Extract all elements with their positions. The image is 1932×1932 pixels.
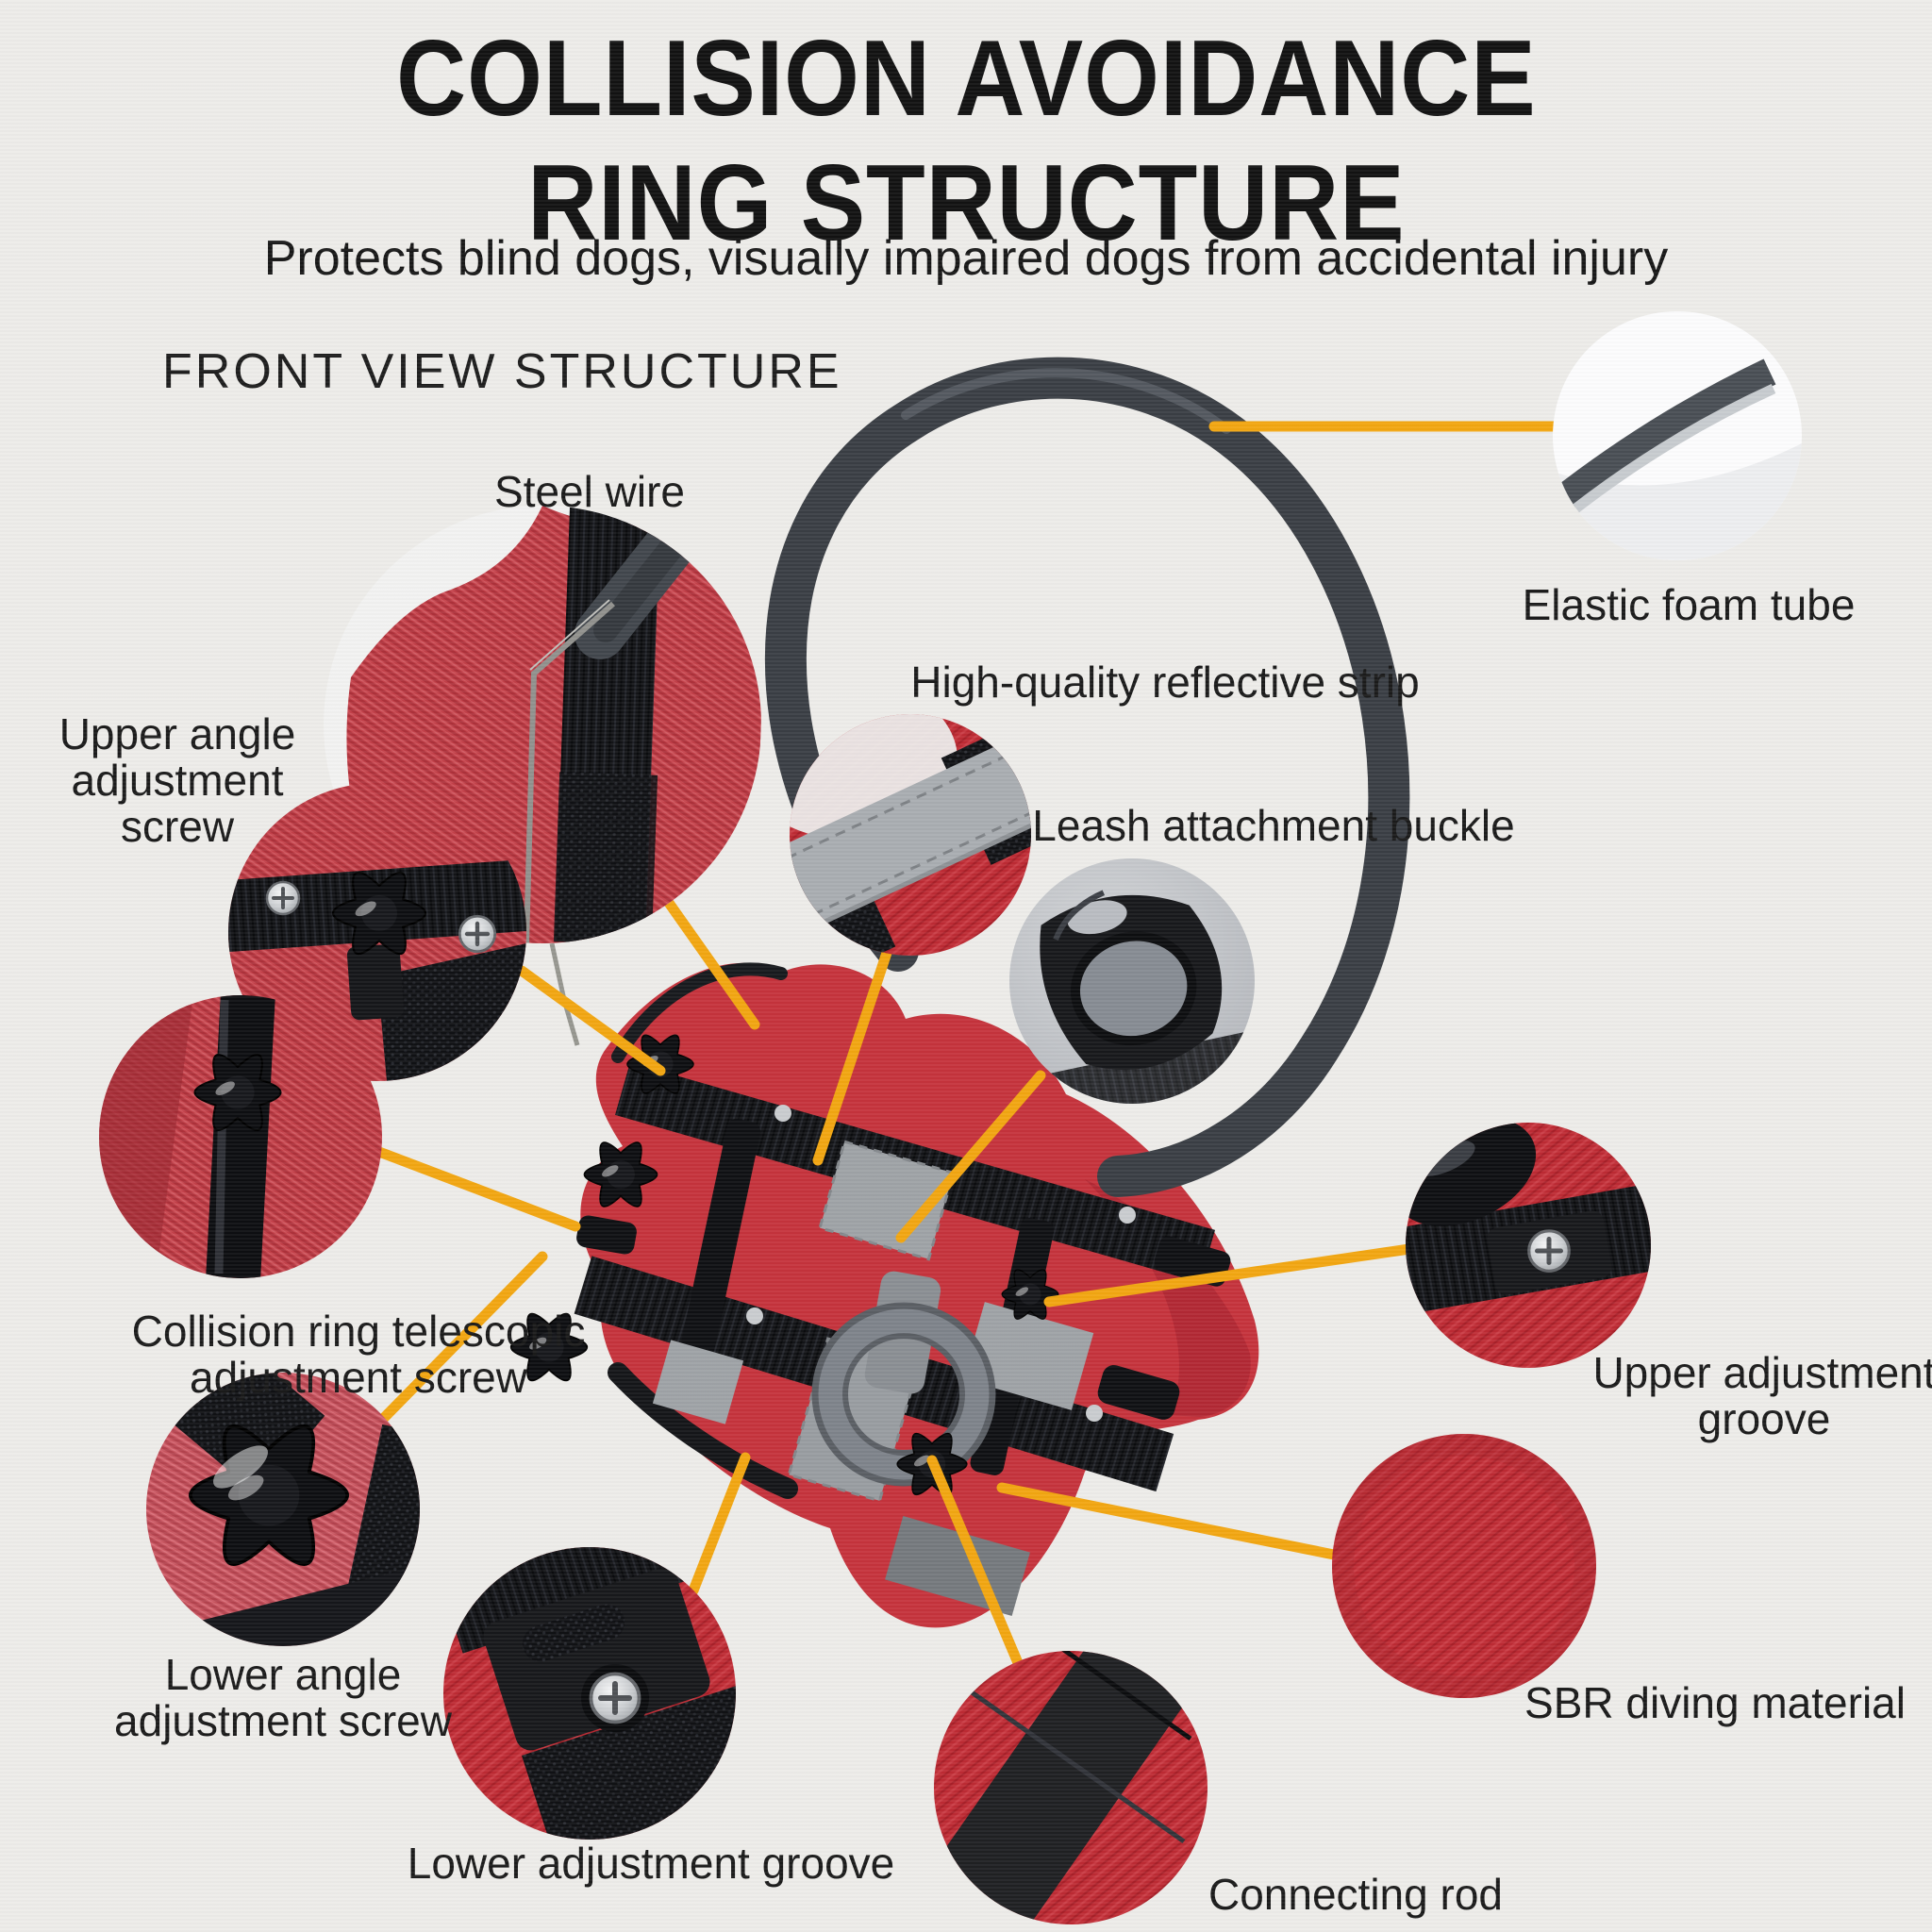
foam-tube-section <box>1555 358 1776 509</box>
callout-connecting-rod <box>934 1651 1208 1924</box>
callout-lower-angle-screw <box>146 1373 420 1646</box>
callout-lower-groove <box>443 1547 736 1840</box>
collision-ring-highlight <box>901 368 1231 434</box>
harness-trim <box>608 1362 798 1499</box>
section-heading: FRONT VIEW STRUCTURE <box>162 344 842 399</box>
leader-lower-angle-screw <box>379 1251 548 1423</box>
leader-sbr <box>996 1482 1340 1560</box>
leader-connecting-rod <box>926 1455 1024 1671</box>
collision-ring-hoop <box>765 357 1410 1197</box>
title-line-1: COLLISION AVOIDANCE <box>395 19 1537 139</box>
leader-lines <box>374 421 1562 1671</box>
label-upper-angle-screw: Upper angle adjustment screw <box>58 709 296 851</box>
label-collision-ring-screw: Collision ring telescopic adjustment scr… <box>131 1307 586 1402</box>
label-sbr-material: SBR diving material <box>1524 1678 1906 1727</box>
leader-leash-buckle <box>895 1070 1046 1243</box>
leader-collision-ring-screw <box>374 1146 581 1232</box>
label-steel-wire: Steel wire <box>494 467 685 516</box>
harness-trim-top <box>611 962 788 1063</box>
leader-steel-wire <box>663 897 760 1030</box>
callout-leash-buckle <box>1009 858 1255 1104</box>
leader-lower-groove <box>688 1452 751 1596</box>
harness-product-photo <box>511 942 1259 1628</box>
callout-elastic-foam-tube <box>1553 311 1802 560</box>
label-leash-buckle: Leash attachment buckle <box>1032 801 1515 850</box>
harness-rail-left <box>678 1119 761 1367</box>
page-title: COLLISION AVOIDANCE RING STRUCTURE <box>0 17 1932 266</box>
callout-collision-ring-screw <box>99 995 382 1278</box>
label-reflective-strip: High-quality reflective strip <box>910 658 1420 707</box>
label-lower-groove: Lower adjustment groove <box>407 1839 895 1888</box>
leader-upper-groove <box>1043 1243 1415 1307</box>
steel-wire-detail <box>524 601 615 943</box>
leader-upper-angle-screw <box>516 965 666 1076</box>
buckle-ring <box>1040 890 1223 1071</box>
label-upper-groove: Upper adjustment groove <box>1592 1348 1932 1443</box>
label-elastic-foam-tube: Elastic foam tube <box>1522 580 1856 629</box>
page-subtitle: Protects blind dogs, visually impaired d… <box>263 231 1669 286</box>
label-lower-angle-screw: Lower angle adjustment screw <box>114 1650 452 1745</box>
callout-upper-groove <box>1406 1123 1651 1368</box>
leader-reflective-strip <box>812 947 892 1166</box>
harness-shadow-edge <box>1085 1179 1251 1417</box>
label-connecting-rod: Connecting rod <box>1208 1870 1503 1919</box>
title-line-2: RING STRUCTURE <box>526 143 1406 264</box>
callout-sbr-material <box>1332 1434 1596 1698</box>
